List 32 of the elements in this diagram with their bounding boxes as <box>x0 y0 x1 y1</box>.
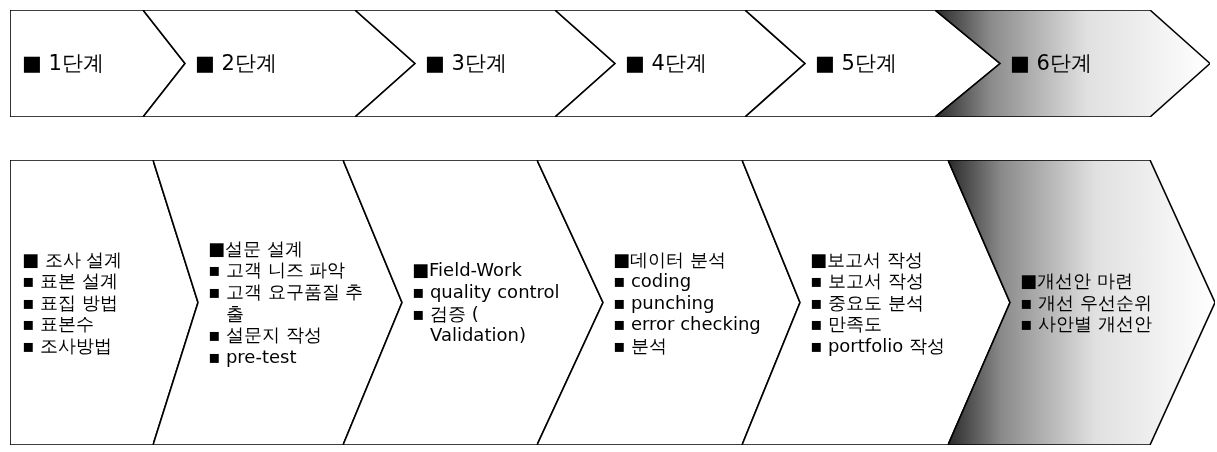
task-item: ▪ 만족도 <box>810 313 883 335</box>
step-label: ■ 5단계 <box>815 50 898 77</box>
task-item: ▪ 중요도 분석 <box>810 291 925 314</box>
task-item: ▪ coding <box>613 270 693 292</box>
task-item: ▪ 보고서 작성 <box>810 270 925 292</box>
task-item: ▪ 검증 ( Validation) <box>412 302 527 346</box>
task-item: ▪ punching <box>613 291 716 314</box>
task-heading: ■ 조사 설계 <box>22 248 124 271</box>
task-item: ▪ 고객 요구품질 추출 <box>208 280 365 325</box>
step-label: ■ 1단계 <box>22 50 105 77</box>
task-heading: ■설문 설계 <box>208 237 304 260</box>
task-item: ▪ 조사방법 <box>22 334 113 357</box>
task-item: ▪ error checking <box>613 313 762 335</box>
task-heading: ■Field-Work <box>412 259 523 281</box>
step-label: ■ 4단계 <box>625 50 708 77</box>
task-item: ▪ 고객 니즈 파악 <box>208 259 347 281</box>
step-label: ■ 2단계 <box>195 50 278 77</box>
task-item: ▪ quality control <box>412 280 561 303</box>
task-item: ▪ 개선 우선순위 <box>1020 291 1153 314</box>
task-heading: ■데이터 분석 <box>613 248 727 271</box>
task-item: ▪ 사안별 개선안 <box>1020 313 1153 335</box>
task-item: ▪ pre-test <box>208 345 298 368</box>
task-item: ▪ 표본 설계 <box>22 270 119 292</box>
task-item: ▪ 분석 <box>613 334 668 357</box>
task-heading: ■개선안 마련 <box>1020 270 1134 292</box>
step-label: ■ 3단계 <box>425 50 508 77</box>
task-item: ▪ 설문지 작성 <box>208 324 323 346</box>
step-label: ■ 6단계 <box>1010 50 1093 77</box>
task-item: ▪ 표집 방법 <box>22 291 119 314</box>
task-item: ▪ 표본수 <box>22 313 95 335</box>
task-heading: ■보고서 작성 <box>810 248 924 271</box>
task-item: ▪ portfolio 작성 <box>810 334 946 357</box>
